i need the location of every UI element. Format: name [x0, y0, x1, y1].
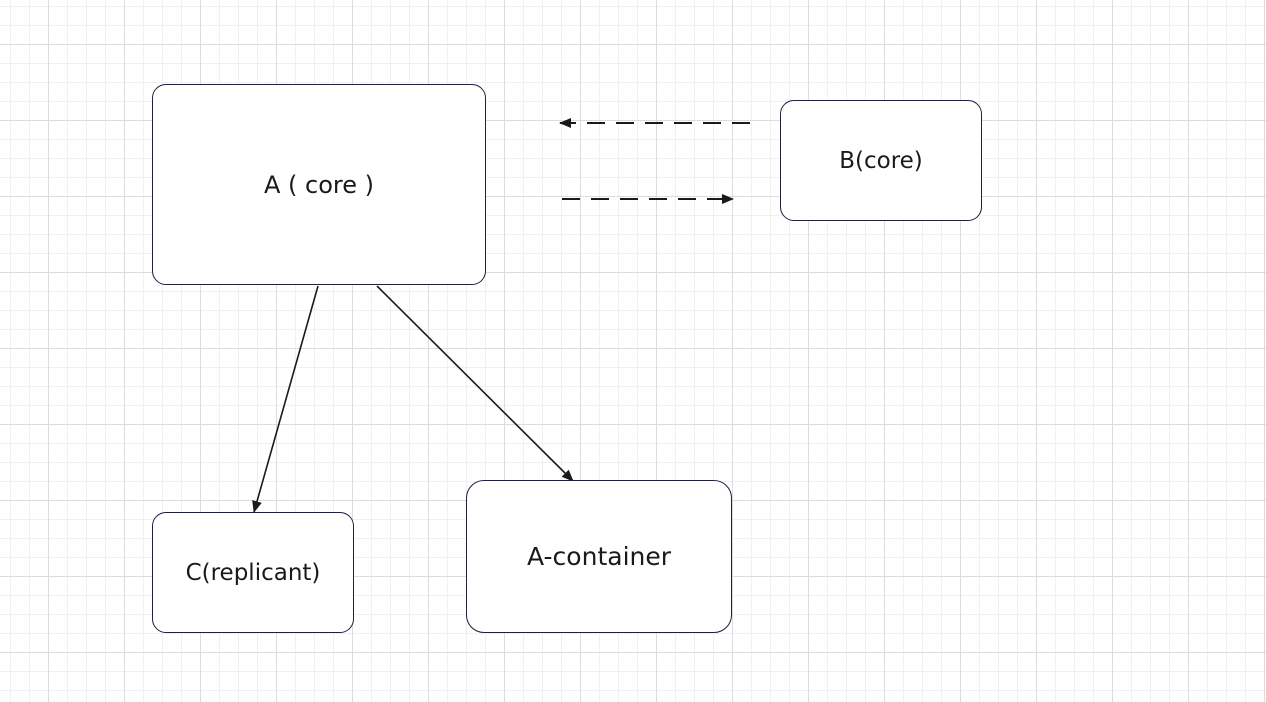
node-a-core-label: A ( core ): [263, 170, 374, 199]
node-c-replicant[interactable]: C(replicant): [152, 512, 354, 633]
edge-a-to-a-container[interactable]: [376, 285, 574, 482]
node-a-core[interactable]: A ( core ): [152, 84, 486, 285]
node-b-core[interactable]: B(core): [780, 100, 982, 221]
node-a-container[interactable]: A-container: [466, 480, 732, 633]
node-a-container-label: A-container: [526, 542, 672, 571]
node-c-replicant-label: C(replicant): [185, 559, 321, 586]
node-b-core-label: B(core): [839, 147, 923, 174]
edge-a-to-c[interactable]: [252, 285, 319, 513]
